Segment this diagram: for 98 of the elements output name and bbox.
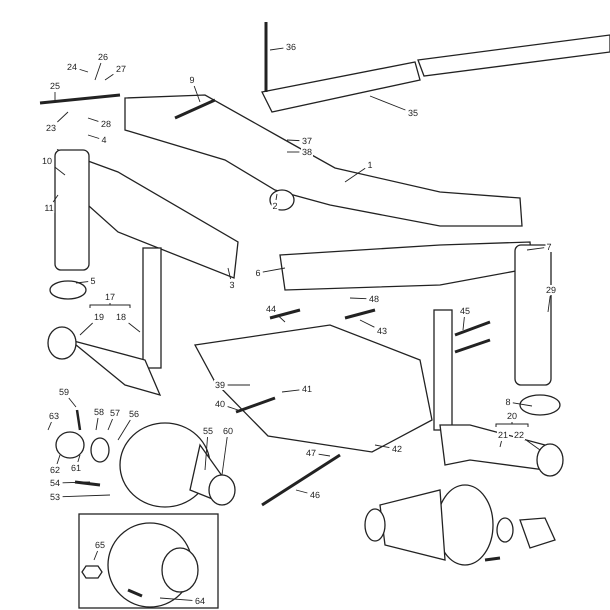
leader-line [370,96,406,110]
leader-line [96,418,98,430]
leader-line [270,48,284,50]
leader-line [76,281,89,284]
callout-number: 10 [41,156,53,166]
callout-number: 1 [366,160,374,170]
leader-line [52,194,58,202]
callout-number: 61 [70,463,82,473]
leader-line [350,298,367,300]
callout-number: 4 [100,135,108,145]
callout-number: 5 [90,276,96,286]
leader-line [62,494,110,498]
leader-line [204,436,208,470]
leader-line [56,112,68,122]
leader-line [108,418,113,430]
callout-number: 27 [115,64,127,74]
callout-number: 3 [228,280,236,290]
callout-number: 26 [97,52,109,62]
callout-number: 20 [506,411,518,421]
leader-line [228,268,232,280]
leader-line [296,490,308,494]
leader-line [54,166,66,176]
leader-line [512,402,532,406]
leader-line [194,86,200,102]
callout-number: 48 [368,294,380,304]
leader-line [88,134,100,139]
callout-number: 22 [513,430,525,440]
leader-line [48,422,52,430]
leader-line [500,440,502,448]
callout-number: 17 [104,292,116,302]
callout-number: 11 [43,203,55,213]
callout-number: 28 [100,119,112,129]
callout-number: 42 [391,444,403,454]
callout-number: 7 [546,242,552,252]
callout-number: 56 [128,409,140,419]
leader-line [68,398,76,408]
leader-line [227,384,250,386]
leader-line [276,194,278,200]
leader-line [262,268,286,273]
leader-line [282,389,300,392]
leader-line [360,320,375,328]
leader-line [526,440,540,450]
callout-number: 45 [459,306,471,316]
leader-line [80,322,94,336]
callout-number: 43 [376,326,388,336]
callout-number: 60 [222,426,234,436]
leader-line [94,62,102,80]
leader-line [318,454,330,456]
callout-number: 6 [254,268,262,278]
leader-line [286,140,300,142]
leader-line [118,420,131,440]
callout-number: 53 [49,492,61,502]
callout-number: 57 [109,408,121,418]
callout-number: 2 [272,201,278,211]
leader-line [77,454,80,462]
callout-number: 40 [214,399,226,409]
callout-number: 44 [265,304,277,314]
callout-number: 21 [497,430,509,440]
callout-number: 47 [305,448,317,458]
callout-number: 63 [48,411,60,421]
leader-line [227,406,238,410]
callout-number: 54 [49,478,61,488]
callout-number: 9 [188,75,196,85]
callout-number: 55 [202,426,214,436]
leader-line [54,92,56,100]
callout-number: 8 [504,397,512,407]
callout-number: 23 [45,123,57,133]
callout-number: 58 [93,407,105,417]
leader-line [79,68,88,72]
callout-number: 46 [309,490,321,500]
callout-number: 39 [214,380,226,390]
callout-number: 64 [194,596,206,606]
callout-number: 29 [545,285,557,295]
leader-line [462,316,465,330]
callout-number: 18 [115,312,127,322]
callout-number: 38 [301,147,313,157]
leader-line [62,482,90,484]
leader-line [526,247,545,250]
callout-number: 25 [49,81,61,91]
leader-line [56,454,60,464]
callout-number: 59 [58,387,70,397]
leader-line [548,296,551,312]
callout-number: 36 [285,42,297,52]
leader-line [344,168,366,182]
callout-number: 19 [93,312,105,322]
leader-line [88,118,99,122]
callout-number: 24 [66,62,78,72]
callout-number: 35 [407,108,419,118]
leader-line [277,314,286,322]
callout-number: 41 [301,384,313,394]
leader-line [374,444,390,448]
leader-line [222,436,228,476]
callout-number: 62 [49,465,61,475]
leader-line [128,322,140,332]
leader-line [104,74,114,80]
callout-number: 65 [94,540,106,550]
callout-number: 37 [301,136,313,146]
leader-line [94,550,98,560]
